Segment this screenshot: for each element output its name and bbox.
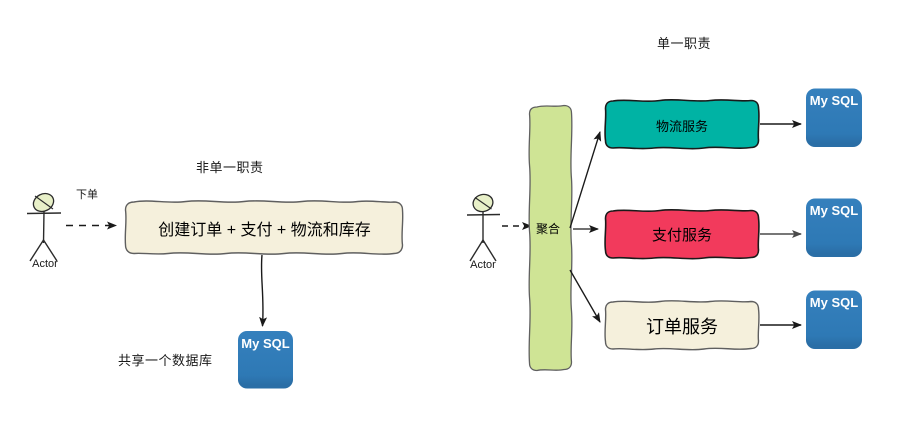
database-box-shared[interactable] (238, 331, 293, 389)
database-box-order[interactable] (806, 290, 862, 350)
arrow-aggregator-to-logistics (569, 131, 602, 229)
database-box-payment[interactable] (806, 198, 862, 258)
database-box-logistics[interactable] (806, 88, 862, 148)
aggregator-bar[interactable] (528, 104, 573, 372)
edge-label-place-order: 下单 (76, 189, 98, 201)
service-box-logistics[interactable] (604, 98, 760, 150)
actor-figure-right (466, 193, 501, 262)
actor-figure-left (26, 192, 62, 262)
right-panel-title: 单一职责 (657, 36, 712, 51)
actor-label-right: Actor (470, 259, 496, 271)
left-panel-title: 非单一职责 (196, 160, 264, 175)
arrow-aggregator-to-order (569, 269, 601, 323)
monolith-box[interactable] (124, 200, 404, 255)
service-box-payment[interactable] (604, 208, 760, 260)
arrow-monolith-to-database (259, 254, 268, 327)
service-box-order[interactable] (604, 300, 760, 351)
actor-label-left: Actor (32, 258, 58, 270)
aggregator-label: 聚合 (536, 222, 561, 236)
shared-database-caption: 共享一个数据库 (118, 353, 213, 368)
